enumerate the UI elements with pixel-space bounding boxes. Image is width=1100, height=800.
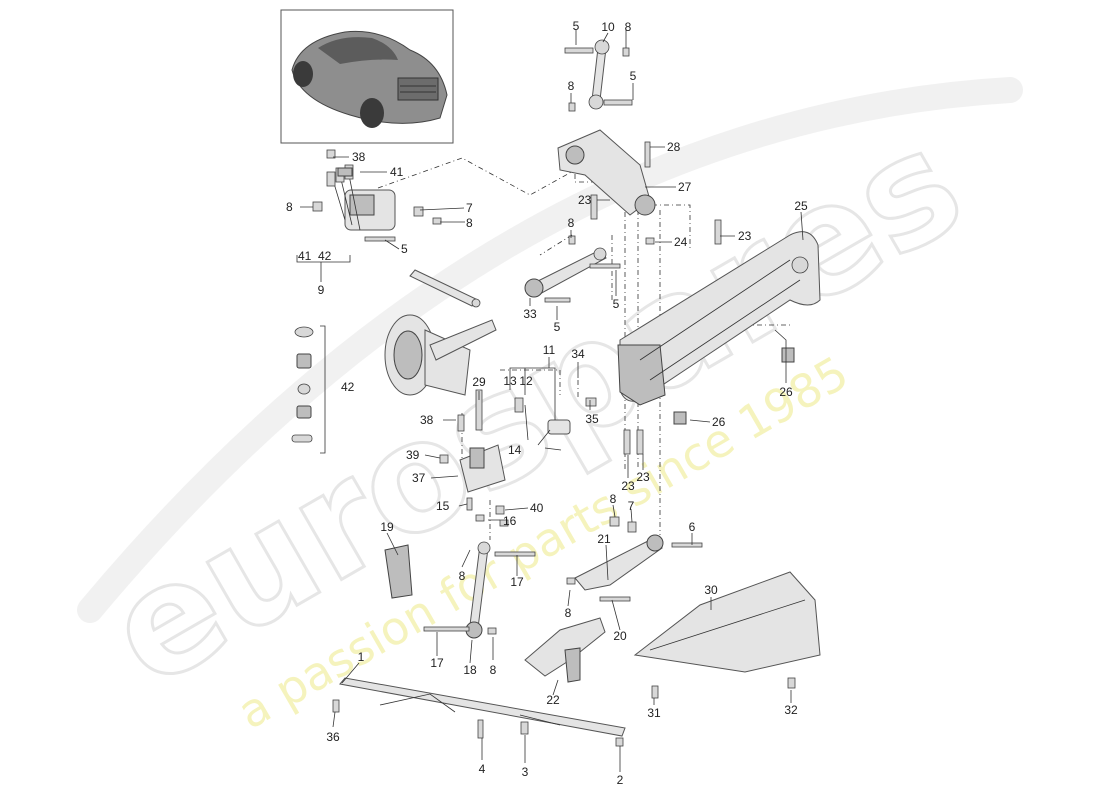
callout-19: 19 [380, 520, 394, 534]
callout-5: 5 [573, 19, 580, 33]
callout-36: 36 [326, 730, 340, 744]
callout-5: 5 [554, 320, 561, 334]
callout-11: 11 [543, 343, 556, 357]
vehicle-thumbnail [280, 9, 454, 144]
callout-38: 38 [352, 150, 366, 164]
callout-23: 23 [578, 193, 592, 207]
callout-3: 3 [522, 765, 529, 779]
callout-24: 24 [674, 235, 688, 249]
callout-7: 7 [466, 201, 473, 215]
fasteners [312, 47, 796, 747]
callout-41: 41 [298, 249, 312, 263]
callout-42: 42 [341, 380, 355, 394]
callout-26: 26 [779, 385, 793, 399]
callout-5: 5 [401, 242, 408, 256]
callout-29: 29 [472, 375, 486, 389]
callout-42: 42 [318, 249, 332, 263]
bracket-22 [524, 617, 606, 683]
callout-23: 23 [738, 229, 752, 243]
callout-28: 28 [667, 140, 681, 154]
callout-31: 31 [647, 706, 661, 720]
cross-brace-1 [339, 677, 626, 737]
callout-8: 8 [286, 200, 293, 214]
callout-12: 12 [519, 374, 533, 388]
callout-4: 4 [479, 762, 486, 776]
callout-8: 8 [568, 79, 575, 93]
callout-1: 1 [358, 650, 365, 664]
callout-27: 27 [678, 180, 692, 194]
callout-6: 6 [689, 520, 696, 534]
callout-23: 23 [636, 470, 650, 484]
callout-17: 17 [510, 575, 524, 589]
callout-8: 8 [568, 216, 575, 230]
callout-23: 23 [621, 479, 635, 493]
callout-8: 8 [610, 492, 617, 506]
callout-25: 25 [794, 199, 808, 213]
callout-8: 8 [625, 20, 632, 34]
bracket-19 [384, 544, 413, 599]
callout-20: 20 [613, 629, 627, 643]
rear-subframe [617, 231, 821, 406]
callout-37: 37 [412, 471, 426, 485]
callouts: 5 10 8 5 8 38 41 8 7 8 5 41 42 9 28 27 2… [286, 19, 808, 787]
callout-30: 30 [704, 583, 718, 597]
callout-40: 40 [530, 501, 544, 515]
arm-18 [465, 541, 491, 639]
callout-5: 5 [630, 69, 637, 83]
callout-18: 18 [463, 663, 477, 677]
callout-2: 2 [617, 773, 624, 787]
callout-8: 8 [459, 569, 466, 583]
callout-32: 32 [784, 703, 798, 717]
callout-10: 10 [601, 20, 615, 34]
callout-7: 7 [628, 499, 635, 513]
bracket-37 [459, 444, 506, 493]
carrier-27 [557, 129, 656, 216]
callout-41: 41 [390, 165, 404, 179]
wishbone-21 [574, 534, 664, 591]
underbody-panel-30 [633, 571, 821, 673]
callout-15: 15 [436, 499, 450, 513]
callout-35: 35 [585, 412, 599, 426]
sensor-11 [514, 397, 571, 446]
callout-22: 22 [546, 693, 560, 707]
callout-13: 13 [503, 374, 517, 388]
wheel-carrier [384, 314, 497, 396]
leader-lines [296, 30, 804, 772]
toe-link-33 [524, 247, 607, 298]
parts-kit-42 [291, 325, 326, 454]
drive-shaft [409, 269, 481, 308]
callout-38: 38 [420, 413, 434, 427]
callout-14: 14 [508, 443, 522, 457]
callout-17: 17 [430, 656, 444, 670]
callout-8: 8 [565, 606, 572, 620]
callout-9: 9 [318, 283, 325, 297]
callout-33: 33 [523, 307, 537, 321]
callout-34: 34 [571, 347, 585, 361]
upper-link-10 [564, 39, 633, 110]
callout-8: 8 [466, 216, 473, 230]
callout-21: 21 [597, 532, 611, 546]
callout-39: 39 [406, 448, 420, 462]
callout-8: 8 [490, 663, 497, 677]
watermark-brand: eurospares [81, 96, 989, 721]
actuator-assembly [326, 149, 396, 231]
callout-5: 5 [613, 297, 620, 311]
callout-16: 16 [503, 514, 517, 528]
callout-26: 26 [712, 415, 726, 429]
